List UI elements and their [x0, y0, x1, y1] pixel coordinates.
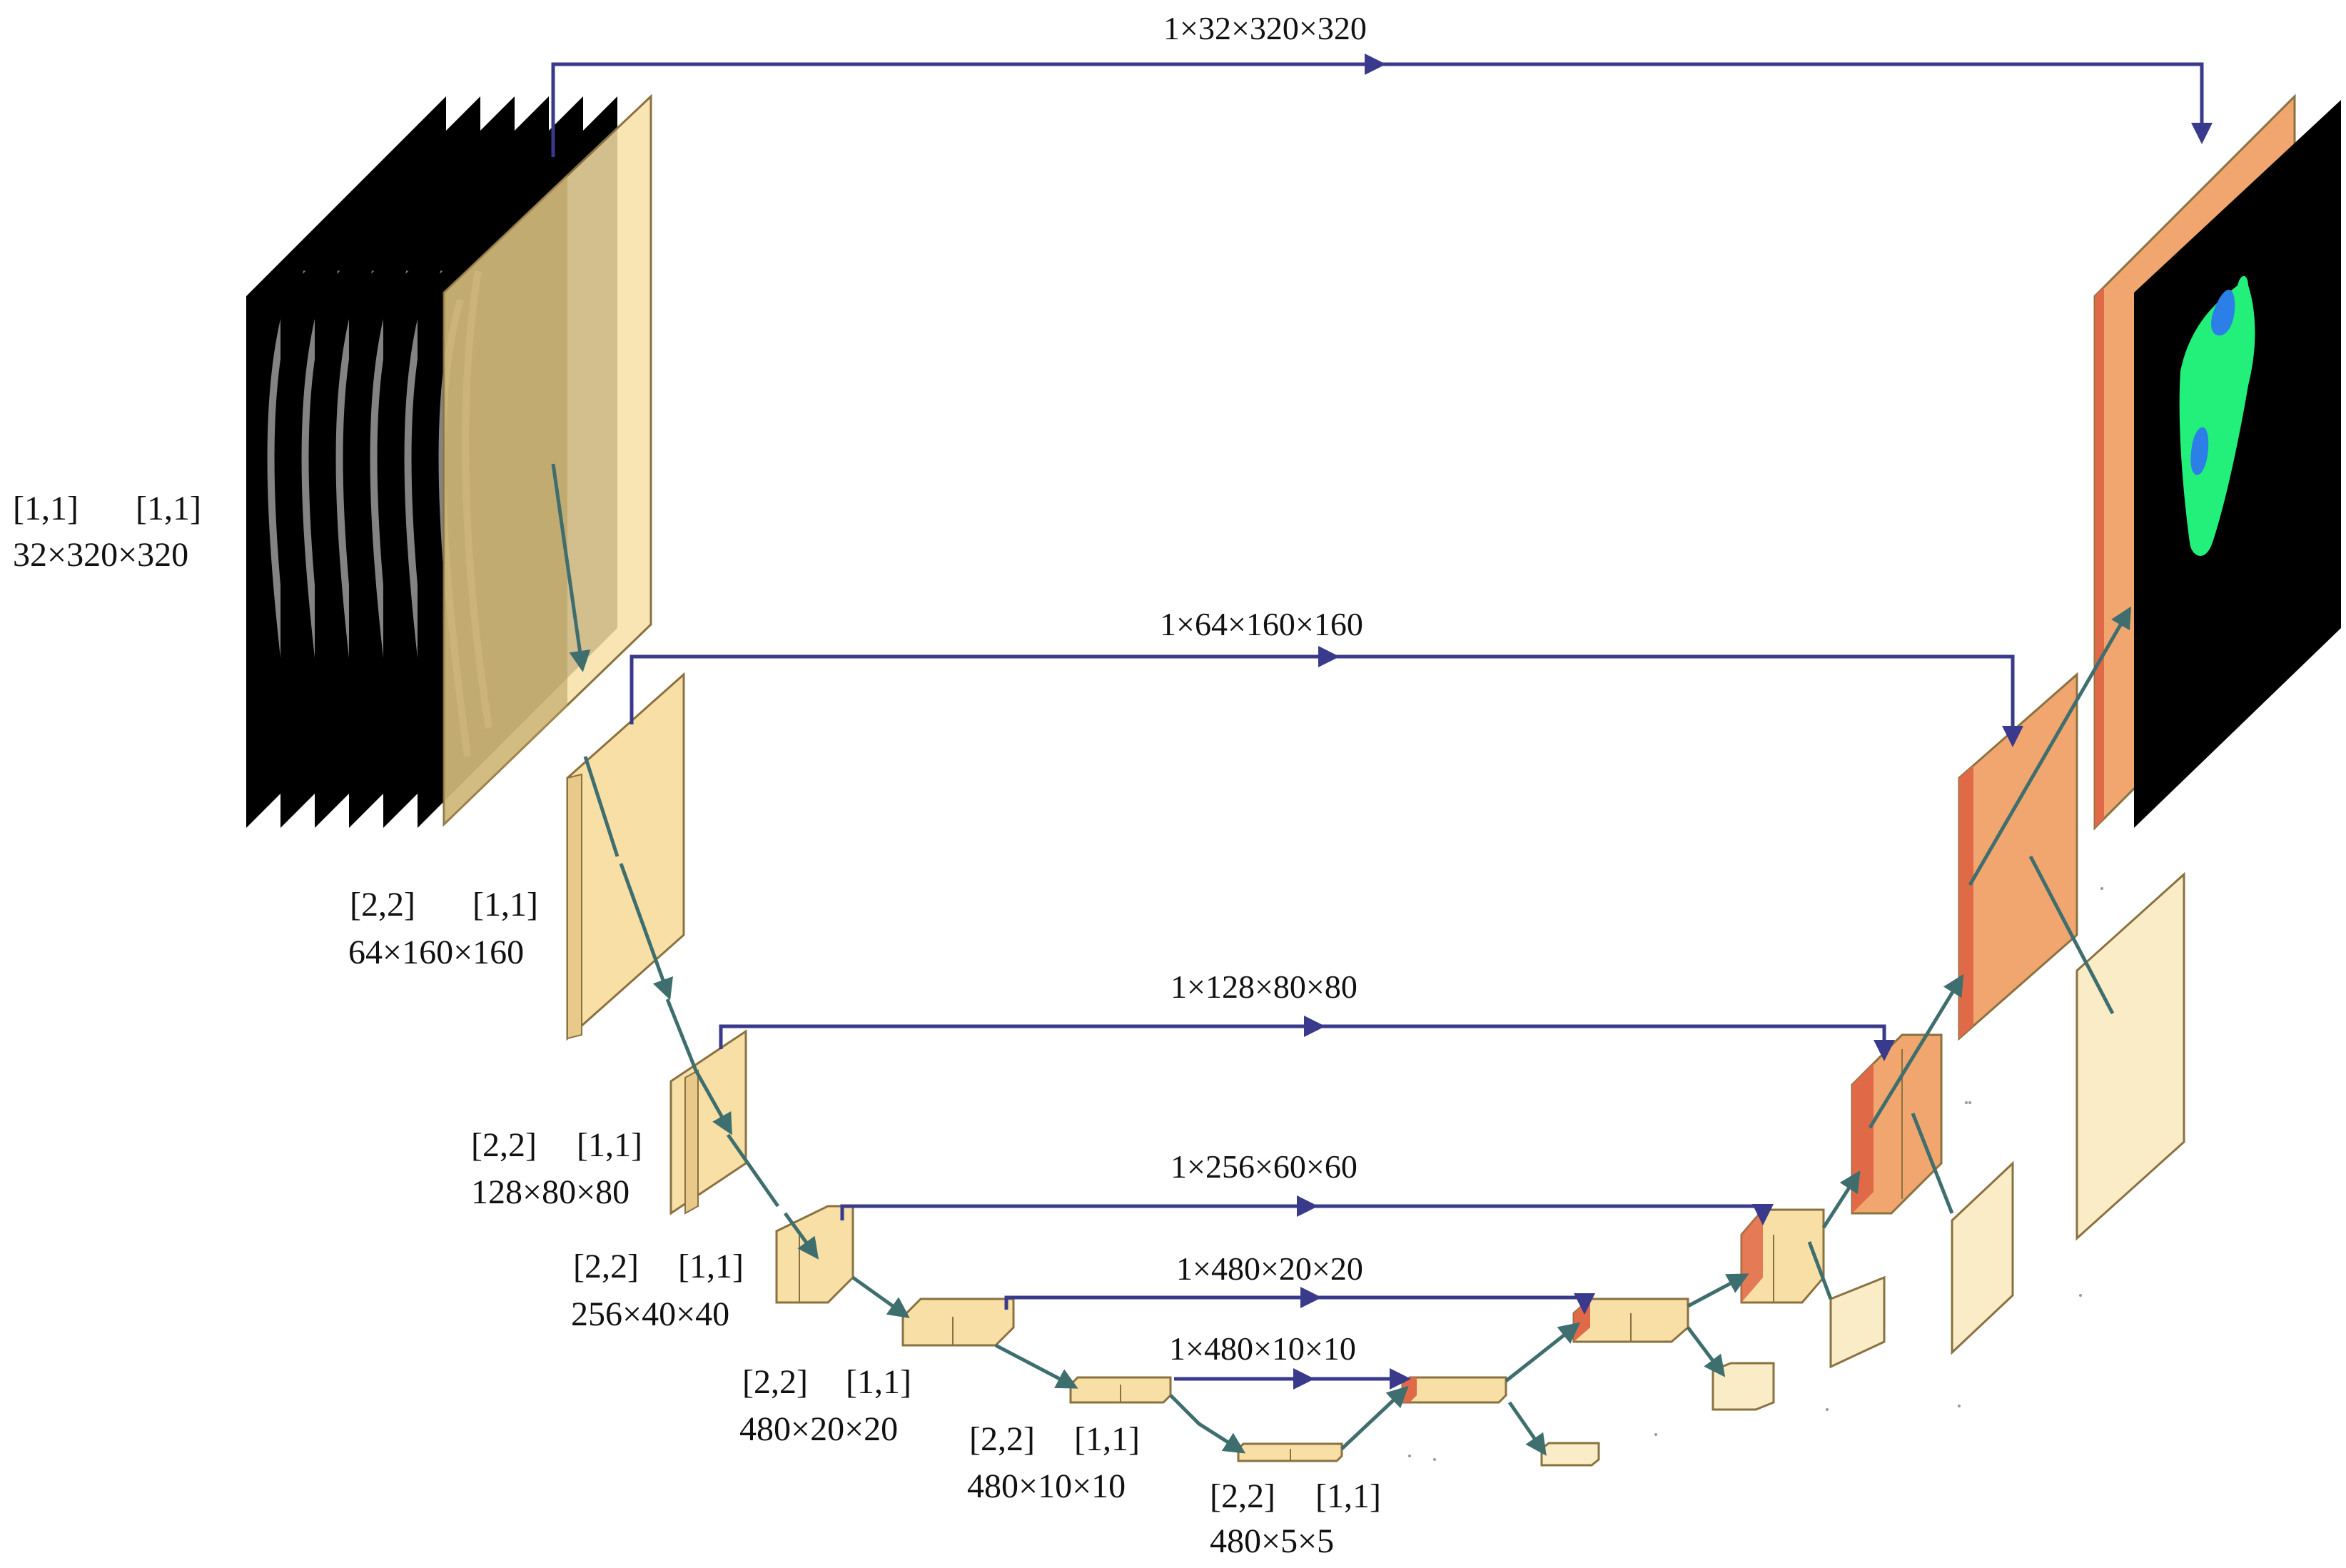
- encoder-block-2: [566, 672, 685, 1041]
- encoder-blocks: [566, 672, 1343, 1462]
- decoder-block-3-accent: [1852, 1063, 1874, 1213]
- flow-down-3: [619, 863, 673, 1001]
- bottleneck-stride: [2,2]: [1210, 1477, 1275, 1515]
- ellipsis-dot: [2100, 887, 2103, 890]
- encoder-labels: [1,1] [1,1] 32×320×320 [2,2] [1,1] 64×16…: [13, 490, 1381, 1560]
- enc1-kernel: [1,1]: [136, 490, 201, 527]
- ellipsis-dot: [1965, 1101, 1968, 1104]
- skip-connections: [551, 54, 2213, 1390]
- enc4-kernel: [1,1]: [678, 1248, 744, 1285]
- mask-blue-region-bottom: [2190, 427, 2209, 475]
- ellipsis-dot: [1433, 1458, 1436, 1461]
- flow-side-3: [1807, 1241, 1833, 1300]
- segmentation-mask-icon: [2134, 100, 2341, 828]
- enc5-kernel: [1,1]: [846, 1363, 911, 1401]
- enc3-shape: 128×80×80: [471, 1173, 630, 1211]
- side-slab-4: [1712, 1362, 1775, 1411]
- enc3-kernel: [1,1]: [577, 1126, 642, 1164]
- enc4-stride: [2,2]: [573, 1248, 639, 1285]
- flow-down-6: [783, 1212, 819, 1260]
- flow-up-1: [1340, 1385, 1409, 1450]
- enc1-stride: [1,1]: [13, 490, 79, 527]
- flow-up-2: [1505, 1322, 1581, 1382]
- flow-up-3: [1687, 1273, 1749, 1308]
- input-conv-slab-overlay: [444, 175, 567, 824]
- skip-label-4: 1×256×60×60: [1171, 1148, 1357, 1185]
- skip-line-5: [1004, 1293, 1595, 1315]
- flow-side-2: [1911, 1113, 1954, 1214]
- data-flow-path: [551, 463, 2132, 1456]
- mask-blue-region-top: [2211, 289, 2235, 335]
- flow-down-4: [665, 998, 732, 1135]
- decoder-block-6: [1401, 1376, 1507, 1404]
- ellipsis-dot: [1654, 1433, 1657, 1436]
- mask-green-region: [2179, 275, 2255, 556]
- decoder-block-2-accent: [1959, 765, 1973, 1038]
- flow-down-8: [994, 1343, 1078, 1389]
- side-output-slabs: [1540, 871, 2185, 1467]
- input-mri-stack: [246, 93, 652, 828]
- flow-down-7: [851, 1275, 910, 1318]
- flow-up-4: [1821, 1170, 1861, 1229]
- enc6-shape: 480×10×10: [967, 1467, 1126, 1505]
- enc4-shape: 256×40×40: [571, 1295, 729, 1333]
- enc5-stride: [2,2]: [742, 1363, 808, 1401]
- enc1-shape: 32×320×320: [13, 536, 188, 574]
- mask-background: [2134, 100, 2341, 828]
- decoder-blocks: [1401, 93, 2341, 1404]
- flow-down-1: [551, 463, 591, 672]
- encoder-block-4: [775, 1205, 854, 1304]
- flow-down-9: [1169, 1394, 1246, 1454]
- enc6-stride: [2,2]: [969, 1420, 1035, 1458]
- ellipsis-dot: [1968, 1101, 1971, 1104]
- ellipsis-dot: [1958, 1405, 1961, 1407]
- flow-side-4: [1687, 1326, 1726, 1377]
- encoder-block-5: [901, 1298, 1015, 1347]
- output-slab-accent: [2095, 287, 2104, 828]
- bottleneck-shape: 480×5×5: [1210, 1522, 1334, 1560]
- enc2-stride: [2,2]: [350, 886, 415, 924]
- enc3-stride: [2,2]: [471, 1126, 537, 1164]
- skip-label-1: 1×32×320×320: [1163, 10, 1367, 46]
- ellipsis-dot: [1408, 1455, 1411, 1457]
- flow-side-5: [1507, 1401, 1547, 1456]
- encoder-block-2-side: [567, 773, 582, 1040]
- side-slab-3: [1829, 1275, 1886, 1369]
- flow-side-1: [2028, 855, 2115, 1015]
- side-slab-5: [1540, 1442, 1600, 1467]
- skip-label-3: 1×128×80×80: [1171, 968, 1357, 1005]
- flow-down-5: [726, 1133, 780, 1208]
- skip-label-5: 1×480×20×20: [1176, 1250, 1363, 1287]
- ellipsis-marks: [1408, 887, 2103, 1461]
- skip-line-2: [630, 654, 2023, 747]
- side-slab-1: [2075, 871, 2185, 1241]
- enc2-kernel: [1,1]: [472, 886, 538, 924]
- ellipsis-dot: [1826, 1408, 1829, 1411]
- encoder-block-3-side: [684, 1069, 699, 1215]
- skip-labels: 1×32×320×320 1×64×160×160 1×128×80×80 1×…: [1160, 10, 1367, 1367]
- flow-up-5: [1868, 973, 1964, 1129]
- skip-line-4: [840, 1204, 1774, 1225]
- bottleneck-kernel: [1,1]: [1315, 1477, 1381, 1515]
- side-slab-2: [1951, 1160, 2014, 1355]
- skip-line-3: [719, 1024, 1895, 1061]
- skip-line-1: [551, 62, 2213, 157]
- enc6-kernel: [1,1]: [1074, 1420, 1140, 1458]
- enc2-shape: 64×160×160: [348, 934, 524, 971]
- ellipsis-dot: [2079, 1294, 2082, 1297]
- flow-up-6: [1968, 606, 2132, 886]
- skip-label-6: 1×480×10×10: [1169, 1330, 1356, 1367]
- skip-label-2: 1×64×160×160: [1160, 606, 1363, 642]
- flow-down-2: [583, 756, 620, 857]
- encoder-block-3: [669, 1029, 747, 1215]
- enc5-shape: 480×20×20: [739, 1410, 898, 1448]
